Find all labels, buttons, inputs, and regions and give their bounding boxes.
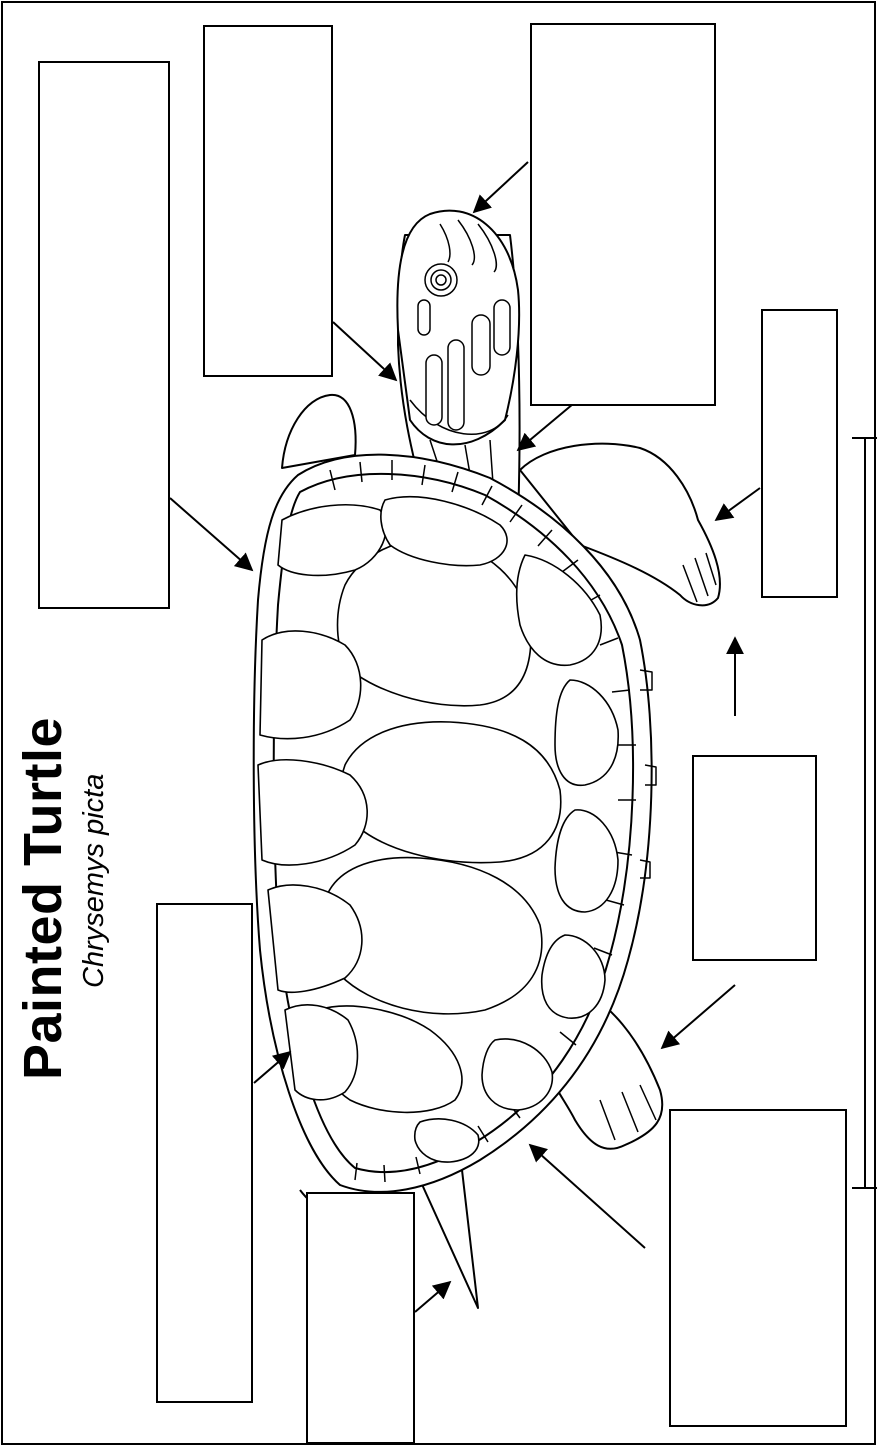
arrow-back-leg [662, 985, 735, 1048]
scientific-name: Chrysemys picta [78, 774, 111, 988]
turtle-tail [420, 1170, 478, 1308]
label-box-back-leg[interactable] [669, 1109, 847, 1427]
label-box-scute[interactable] [156, 903, 253, 1403]
title-block: Painted Turtle Chrysemys picta [10, 650, 130, 1080]
label-box-tail[interactable] [306, 1192, 415, 1444]
arrow-shell-edge [170, 498, 252, 570]
label-box-shell-edge[interactable] [38, 61, 170, 609]
label-box-head[interactable] [530, 23, 716, 406]
label-box-direction[interactable] [692, 755, 817, 961]
scale-bar [852, 438, 877, 1188]
label-box-front-leg[interactable] [761, 309, 838, 598]
arrow-tail [415, 1282, 450, 1312]
arrow-neck-right [518, 404, 573, 450]
label-box-neck[interactable] [203, 25, 333, 377]
arrow-head [474, 162, 528, 212]
arrow-neck [333, 322, 396, 380]
arrow-front-leg [716, 488, 760, 520]
page-title: Painted Turtle [12, 717, 74, 1080]
arrow-shell-rear [530, 1145, 645, 1248]
